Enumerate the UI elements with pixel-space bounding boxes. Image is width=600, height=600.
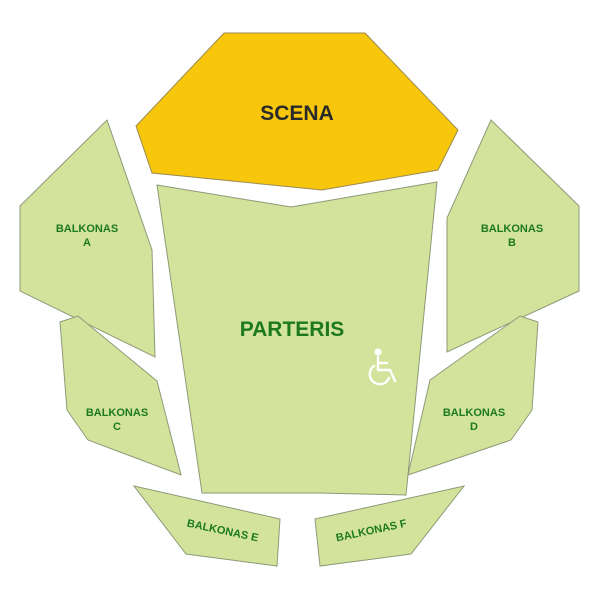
parteris-shape[interactable] — [156, 181, 438, 496]
section-parteris[interactable]: PARTERIS — [156, 181, 438, 496]
balkonas-e-shape[interactable] — [132, 485, 281, 567]
balkonas-a-shape[interactable] — [19, 119, 156, 358]
balkonas-f-shape[interactable] — [314, 485, 466, 567]
stage-shape[interactable] — [135, 32, 459, 191]
stage[interactable]: SCENA — [135, 32, 459, 191]
balkonas-d-shape[interactable] — [407, 315, 539, 476]
section-balkonas-f[interactable]: BALKONAS F — [314, 485, 466, 567]
section-balkonas-b[interactable]: BALKONAS B — [446, 119, 580, 353]
section-balkonas-a[interactable]: BALKONAS A — [19, 119, 156, 358]
balkonas-c-shape[interactable] — [59, 315, 182, 476]
wheelchair-icon — [368, 348, 397, 386]
section-balkonas-e[interactable]: BALKONAS E — [132, 485, 281, 567]
balkonas-b-shape[interactable] — [446, 119, 580, 353]
